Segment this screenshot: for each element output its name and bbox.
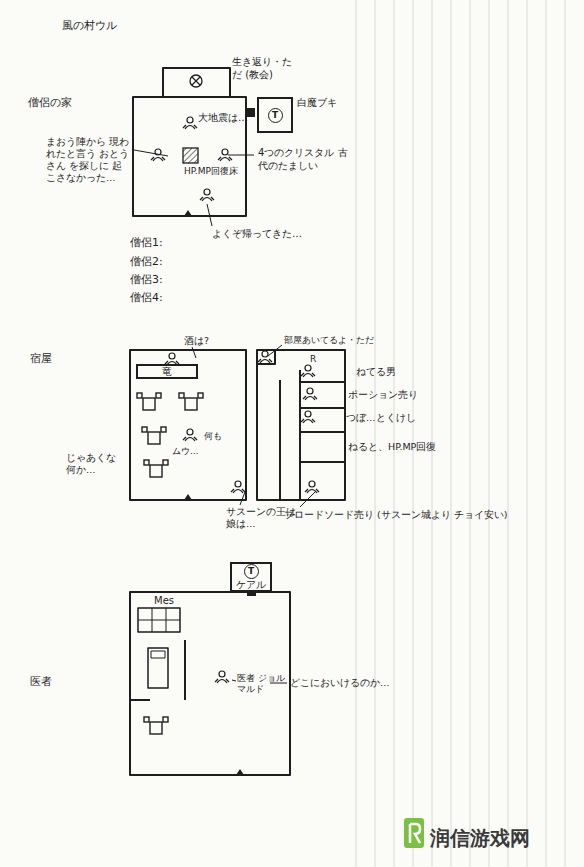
note-label: じゃあくな 何か… [66,452,128,476]
paper-rule [451,0,452,867]
note-label: ブロードソード売り (サスーン城より チョイ安い) [284,509,507,521]
chair [179,393,184,398]
note-label: 生き返り・ただ (教会) [232,56,296,81]
person-icon [303,396,317,400]
note-label: 酒は? [184,335,209,347]
paper-rule [565,0,566,867]
room-label: ケアル [236,579,266,590]
paper-rule [546,0,547,867]
person-icon [219,671,225,677]
room-label: 竜 [162,366,172,377]
person-icon [151,157,165,161]
person-icon [235,481,241,487]
note-label: ねると、HP.MP回復 [348,441,436,453]
person-icon [305,411,311,417]
table [148,432,160,444]
chair [163,717,168,722]
table [143,398,155,410]
note-label: 僧侶2: [130,255,163,269]
person-icon [187,429,193,435]
paper-rule [527,0,528,867]
person-icon [309,481,315,487]
paper-rule [394,0,395,867]
table [150,722,162,734]
note-label: 僧侶の家 [28,96,72,110]
room-label: T [268,108,283,123]
note-label: ねてる男 [356,366,396,378]
room-label: 白魔ブキ [297,97,337,108]
chair [144,460,149,465]
table [150,465,162,477]
person-icon [231,489,245,493]
note-label: 医者 ジョルマルド [237,673,289,696]
map-title: 風の村ウル [62,18,117,33]
person-icon [187,117,193,123]
note-label: ムウ… [172,446,199,457]
paper-rule [489,0,490,867]
person-icon [169,353,175,359]
person-icon [305,489,319,493]
shop-room: T白魔ブキ [257,97,293,133]
note-label: 僧侶1: [130,236,163,250]
note-label: 僧侶3: [130,273,163,287]
note-label: 宿屋 [30,352,52,366]
note-label: HP.MP回復床 [184,166,238,177]
room-label: T [244,564,259,579]
chair [163,460,168,465]
person-icon [222,149,228,155]
person-icon [204,189,210,195]
person-icon [301,373,315,377]
note-label: つぼ…とくけし [346,412,416,424]
note-label: 大地震は… [198,112,248,125]
note-label: R [310,354,316,365]
note-label: Mes [154,595,174,608]
person-icon [215,679,229,683]
chair [144,717,149,722]
note-label: ポーション売り [348,389,418,401]
person-icon [258,359,272,363]
chair [137,393,142,398]
note-label: 部屋あいてるよ・ただ [284,335,374,346]
person-icon [155,149,161,155]
chair [142,427,147,432]
chair [156,393,161,398]
shop-room: Tケアル [230,562,272,592]
note-label: よくぞ帰ってきた… [212,228,302,241]
counter-box: 竜 [136,364,198,379]
watermark: 润信游戏网 [430,826,530,851]
note-label: まおう陣から 現われたと言う おとうさん を探しに 起こさなかった… [46,136,130,184]
person-icon [301,419,315,423]
person-icon [307,388,313,394]
note-label: どこにおいけるのか… [290,677,390,689]
chair [198,393,203,398]
paper-rule [413,0,414,867]
note-label: 4つのクリスタル 古代のたましい [258,147,350,172]
person-icon [183,437,197,441]
person-icon [183,125,197,129]
paper-rule [470,0,471,867]
paper-rule [432,0,433,867]
person-icon [218,157,232,161]
paper-rule [508,0,509,867]
note-label: 医者 [30,675,52,689]
person-icon [262,351,268,357]
person-icon [305,365,311,371]
person-icon [200,197,214,201]
paper-rule [356,0,357,867]
note-label: 僧侶4: [130,291,163,305]
table [185,398,197,410]
paper-rule [375,0,376,867]
note-label: 何も [204,431,222,442]
chair [161,427,166,432]
